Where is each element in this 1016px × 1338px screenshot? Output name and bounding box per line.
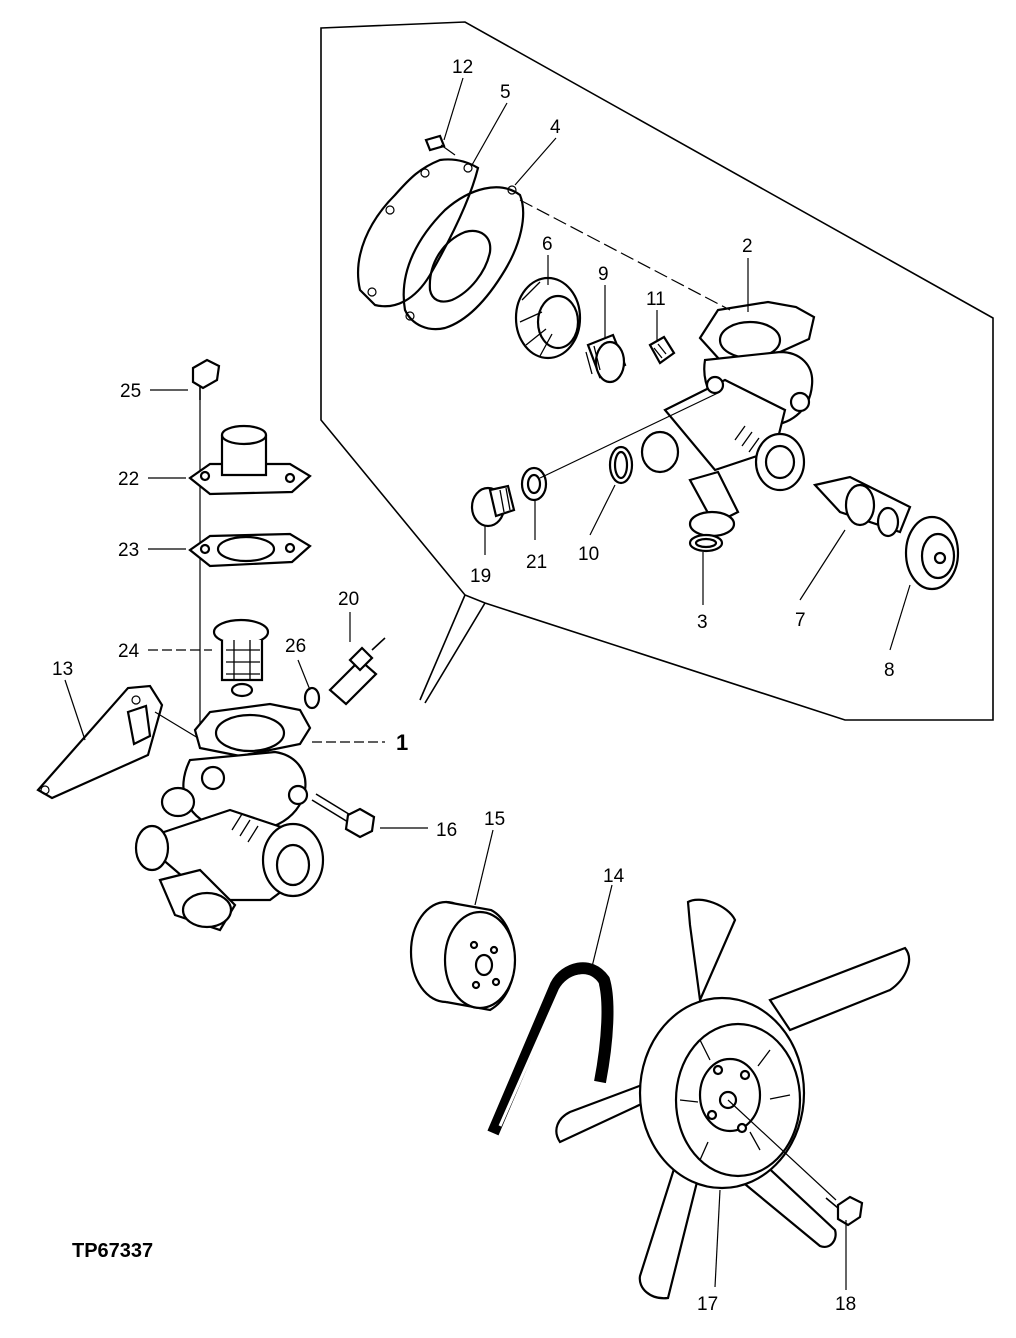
plug-19-icon — [470, 484, 516, 528]
callout-10: 10 — [578, 544, 599, 565]
callout-22: 22 — [118, 469, 139, 490]
callout-5: 5 — [500, 82, 511, 103]
bolt-25-icon — [191, 358, 221, 400]
thermostat-housing-gasket-icon — [36, 684, 164, 800]
water-pump-assembly-icon — [134, 702, 325, 932]
bearing-shaft-icon — [812, 475, 912, 538]
pump-hub-icon — [904, 515, 960, 591]
callout-2: 2 — [742, 236, 753, 257]
pulley-icon — [409, 900, 517, 1012]
temperature-sensor-icon — [328, 637, 386, 706]
frame-leader-b — [424, 602, 486, 704]
callout-labels: 1 2 3 4 5 6 7 8 9 10 11 12 13 14 15 16 1… — [52, 57, 895, 1315]
callout-12: 12 — [452, 57, 473, 78]
bolt-16-icon — [311, 793, 376, 839]
callout-20: 20 — [338, 589, 359, 610]
callout-25: 25 — [120, 381, 141, 402]
pump-gasket-icon — [402, 185, 525, 331]
impeller-icon — [514, 276, 582, 360]
callout-21: 21 — [526, 552, 547, 573]
callout-15: 15 — [484, 809, 505, 830]
callout-9: 9 — [598, 264, 609, 285]
outlet-gasket-icon — [188, 532, 312, 568]
reference-code: TP67337 — [72, 1240, 153, 1262]
callout-19: 19 — [470, 566, 491, 587]
water-pump-body-icon — [640, 300, 816, 538]
callout-18: 18 — [835, 1294, 856, 1315]
bolt-12-icon — [424, 134, 456, 156]
mechanical-seal-icon — [585, 333, 627, 384]
callout-13: 13 — [52, 659, 73, 680]
callout-11: 11 — [646, 289, 666, 310]
subassembly-frame — [320, 21, 994, 721]
o-ring-10-icon — [608, 445, 634, 485]
callout-14: 14 — [603, 866, 625, 887]
callout-26: 26 — [285, 636, 306, 657]
callout-17: 17 — [697, 1294, 718, 1315]
callout-1: 1 — [396, 730, 408, 755]
frame-leader-a — [419, 594, 466, 701]
thermostat-icon — [212, 618, 270, 698]
washer-21-icon — [520, 466, 548, 502]
bolt-18-icon — [825, 1195, 864, 1227]
back-plate-gasket-icon — [357, 158, 480, 308]
callout-8: 8 — [884, 660, 895, 681]
callout-23: 23 — [118, 540, 139, 561]
o-ring-26-icon — [303, 686, 321, 710]
fan-belt-icon — [487, 962, 614, 1136]
o-ring-3-icon — [688, 533, 724, 553]
cooling-fan-icon — [555, 898, 911, 1300]
drain-plug-11-icon — [648, 335, 676, 365]
callout-3: 3 — [697, 612, 708, 633]
callout-7: 7 — [795, 610, 806, 631]
water-outlet-icon — [188, 424, 312, 496]
callout-4: 4 — [550, 117, 561, 138]
lower-leaders — [64, 389, 847, 1290]
upper-leaders — [443, 77, 911, 651]
callout-24: 24 — [118, 641, 140, 662]
callout-6: 6 — [542, 234, 553, 255]
callout-16: 16 — [436, 820, 457, 841]
